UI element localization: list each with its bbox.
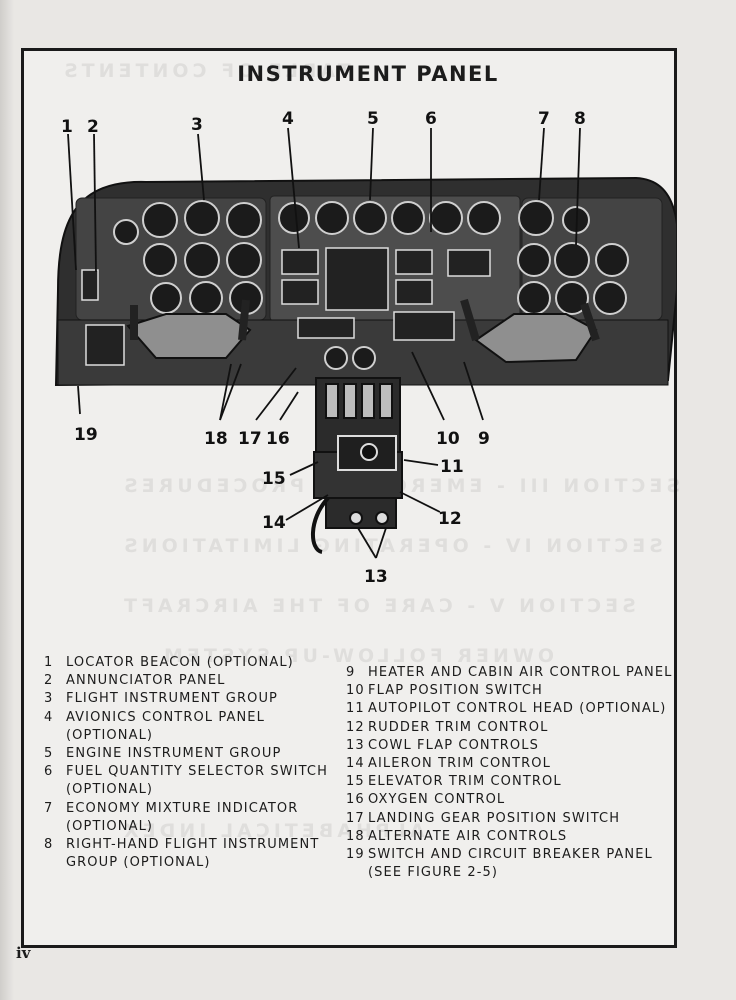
legend-text: ANNUNCIATOR PANEL bbox=[66, 673, 226, 689]
legend-item: 7 ECONOMY MIXTURE INDICATOR (OPTIONAL) bbox=[44, 800, 344, 836]
legend-number: 16 bbox=[346, 792, 365, 808]
callout-10: 10 bbox=[436, 429, 460, 449]
legend-number: 5 bbox=[44, 746, 54, 762]
legend-text: FLIGHT INSTRUMENT GROUP bbox=[66, 691, 278, 707]
callout-14: 14 bbox=[262, 513, 286, 533]
callout-12: 12 bbox=[438, 509, 462, 529]
callout-1: 1 bbox=[61, 117, 73, 137]
legend-text: OXYGEN CONTROL bbox=[368, 792, 506, 808]
legend-item: 8 RIGHT-HAND FLIGHT INSTRUMENT GROUP (OPT… bbox=[44, 836, 344, 872]
legend-number: 3 bbox=[44, 691, 54, 707]
callout-8: 8 bbox=[574, 109, 586, 129]
page-title: INSTRUMENT PANEL bbox=[237, 62, 499, 86]
callout-18: 18 bbox=[204, 429, 228, 449]
avionics-screens bbox=[81, 247, 491, 366]
legend-text: ECONOMY MIXTURE INDICATOR (OPTIONAL) bbox=[66, 800, 299, 834]
legend-number: 1 bbox=[44, 655, 54, 670]
legend-number: 4 bbox=[44, 709, 54, 725]
page-number: iv bbox=[16, 944, 31, 962]
callout-19: 19 bbox=[74, 425, 98, 445]
legend-text: ELEVATOR TRIM CONTROL bbox=[368, 774, 562, 790]
page-shadow bbox=[0, 0, 14, 1000]
legend-number: 9 bbox=[346, 665, 356, 680]
legend-text: FLAP POSITION SWITCH bbox=[368, 683, 543, 699]
legend-text: LANDING GEAR POSITION SWITCH bbox=[368, 810, 621, 826]
callout-4: 4 bbox=[282, 109, 294, 129]
callout-7: 7 bbox=[538, 109, 550, 129]
legend-text: COWL FLAP CONTROLS bbox=[368, 737, 539, 753]
callout-3: 3 bbox=[191, 115, 203, 135]
legend-item: 5 ENGINE INSTRUMENT GROUP bbox=[44, 745, 344, 763]
legend-number: 6 bbox=[44, 764, 54, 780]
callout-numbers: 1 2 3 4 5 6 7 8 9 10 11 12 13 14 15 16 1… bbox=[61, 109, 586, 587]
legend-number: 17 bbox=[346, 810, 365, 826]
legend-number: 8 bbox=[44, 837, 54, 853]
legend-number: 14 bbox=[346, 756, 365, 772]
legend-text: SWITCH AND CIRCUIT BREAKER PANEL (SEE FI… bbox=[368, 847, 653, 881]
legend-item: 9 HEATER AND CABIN AIR CONTROL PANEL bbox=[346, 664, 676, 682]
legend-text: HEATER AND CABIN AIR CONTROL PANEL bbox=[368, 665, 673, 680]
legend-text: ENGINE INSTRUMENT GROUP bbox=[66, 746, 282, 762]
callout-6: 6 bbox=[425, 109, 437, 129]
legend-number: 13 bbox=[346, 737, 365, 753]
legend-number: 11 bbox=[346, 701, 365, 717]
callout-11: 11 bbox=[440, 457, 464, 477]
callout-17: 17 bbox=[238, 429, 262, 449]
legend-number: 2 bbox=[44, 673, 54, 689]
callout-9: 9 bbox=[478, 429, 490, 449]
callout-13: 13 bbox=[364, 567, 388, 587]
callout-5: 5 bbox=[367, 109, 379, 129]
instrument-panel-illustration: 1 2 3 4 5 6 7 8 9 10 11 12 13 14 15 16 1… bbox=[54, 109, 676, 587]
legend-text: AVIONICS CONTROL PANEL (OPTIONAL) bbox=[66, 709, 265, 743]
legend-item: 6 FUEL QUANTITY SELECTOR SWITCH (OPTIONAL… bbox=[44, 763, 344, 799]
legend-text: RIGHT-HAND FLIGHT INSTRUMENT GROUP (OPTI… bbox=[66, 837, 320, 871]
legend-text: FUEL QUANTITY SELECTOR SWITCH (OPTIONAL) bbox=[66, 764, 328, 798]
legend-item: 2 ANNUNCIATOR PANEL bbox=[44, 672, 344, 690]
legend-number: 7 bbox=[44, 800, 54, 816]
legend-number: 15 bbox=[346, 774, 365, 790]
leader-lines bbox=[67, 127, 581, 559]
legend-item: 1 LOCATOR BEACON (OPTIONAL) bbox=[44, 654, 344, 672]
callout-2: 2 bbox=[87, 117, 99, 137]
legend-number: 12 bbox=[346, 719, 365, 735]
legend-text: ALTERNATE AIR CONTROLS bbox=[368, 828, 568, 844]
callout-16: 16 bbox=[266, 429, 290, 449]
legend-item: 3 FLIGHT INSTRUMENT GROUP bbox=[44, 690, 344, 708]
legend-left: 1 LOCATOR BEACON (OPTIONAL) 2 ANNUNCIATOR … bbox=[44, 654, 344, 872]
control-yokes bbox=[126, 298, 600, 364]
center-pedestal bbox=[310, 377, 403, 554]
legend-item: 4 AVIONICS CONTROL PANEL (OPTIONAL) bbox=[44, 709, 344, 745]
legend-number: 10 bbox=[346, 683, 365, 699]
legend-text: AUTOPILOT CONTROL HEAD (OPTIONAL) bbox=[368, 701, 667, 717]
gauges bbox=[113, 200, 629, 370]
callout-15: 15 bbox=[262, 469, 286, 489]
legend-text: LOCATOR BEACON (OPTIONAL) bbox=[66, 655, 294, 670]
legend-number: 18 bbox=[346, 828, 365, 844]
legend-text: RUDDER TRIM CONTROL bbox=[368, 719, 549, 735]
legend-number: 19 bbox=[346, 847, 365, 863]
legend-text: AILERON TRIM CONTROL bbox=[368, 756, 551, 772]
